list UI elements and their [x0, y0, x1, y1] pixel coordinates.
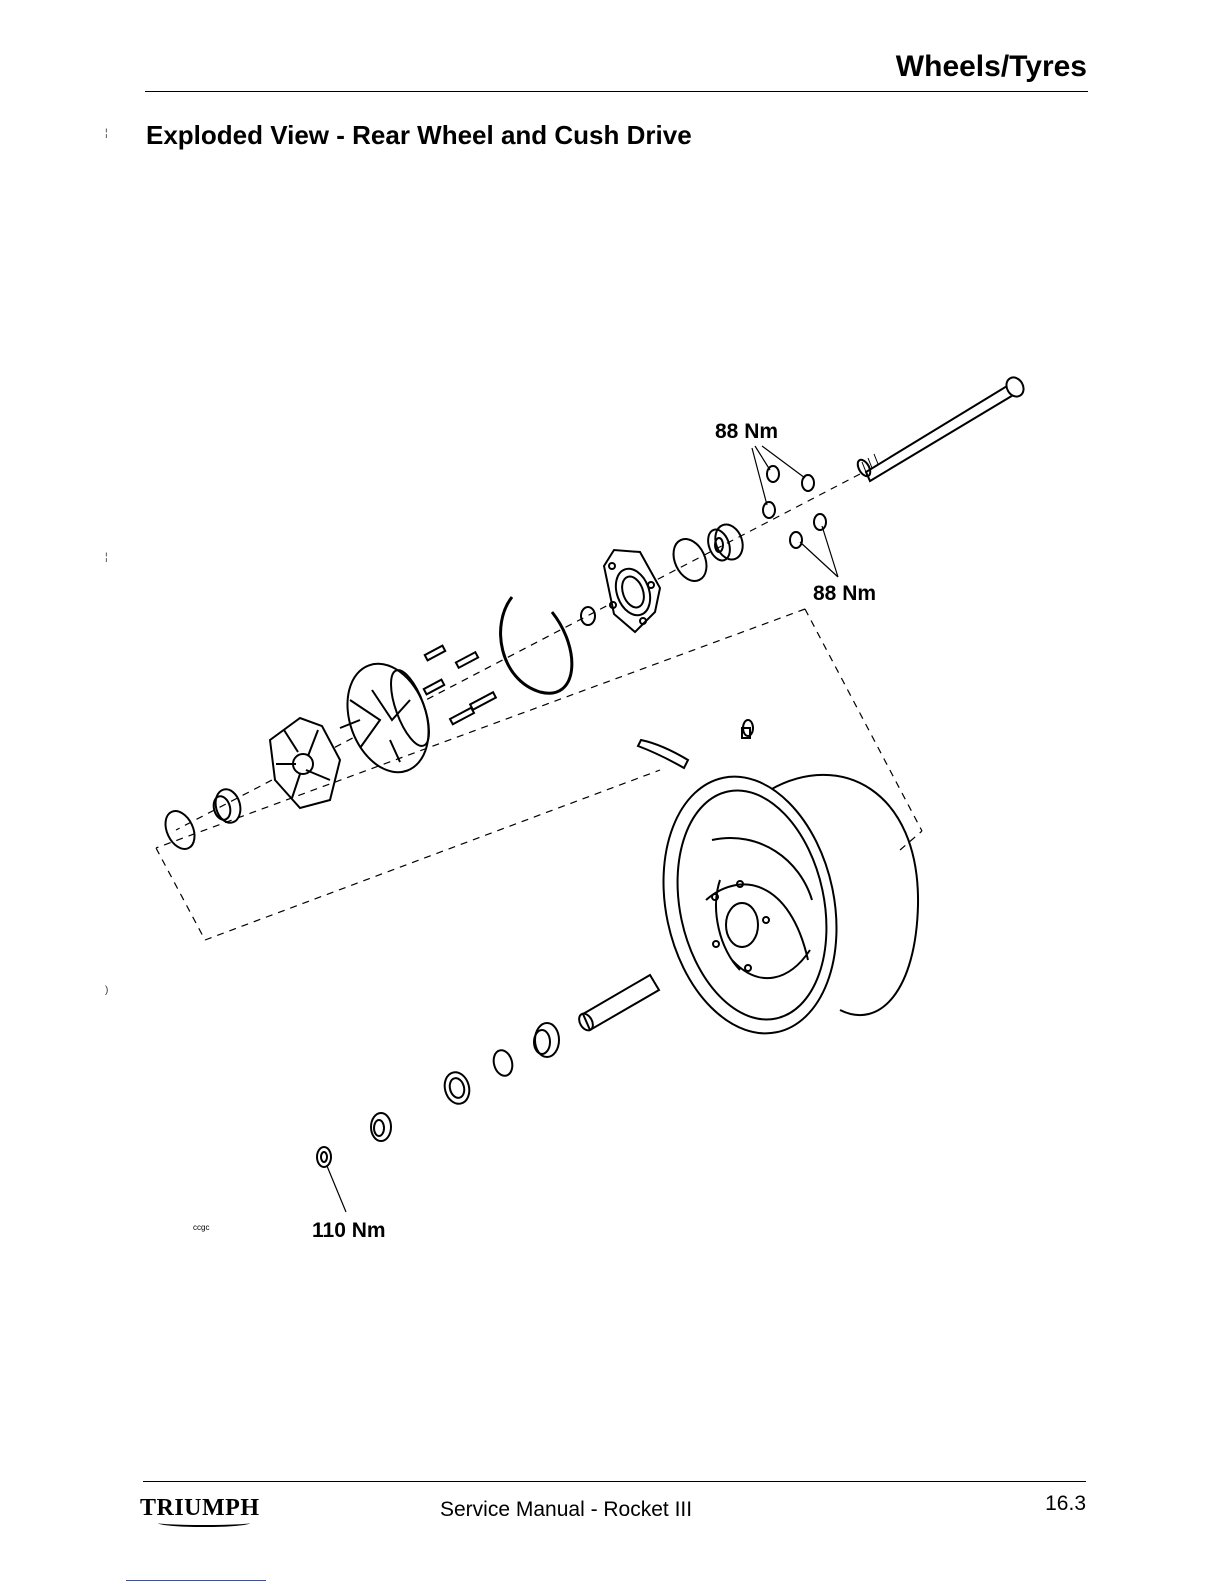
footer-divider [143, 1481, 1086, 1482]
o-ring-left [160, 806, 200, 853]
axle-spacer [371, 1113, 391, 1141]
pin [424, 646, 496, 725]
brand-wordmark: TRIUMPH [140, 1495, 260, 1521]
o-ring [667, 534, 713, 587]
rear-axle [855, 374, 1027, 481]
cush-bearing [211, 786, 244, 825]
illustration-code: ccgc [193, 1223, 209, 1232]
torque-label-right: 88 Nm [813, 582, 876, 605]
wheel-bearing [704, 521, 747, 564]
axle-nut [317, 1147, 331, 1167]
triumph-logo: TRIUMPH [140, 1495, 260, 1522]
circlip-lower [491, 1048, 515, 1078]
link-underline [126, 1580, 266, 1581]
cush-rubbers [270, 718, 340, 808]
manual-title: Service Manual - Rocket III [440, 1498, 692, 1522]
tyre-valve [742, 720, 753, 738]
cush-drive-hub [333, 652, 443, 783]
balance-weight [638, 740, 688, 768]
sprocket-carrier [604, 550, 660, 632]
wheel-bearing-lower [534, 1023, 559, 1057]
spacer [581, 607, 595, 625]
circlip [501, 597, 572, 693]
torque-label-bottom: 110 Nm [312, 1219, 386, 1242]
rear-wheel [641, 760, 918, 1049]
page-number: 16.3 [1045, 1492, 1086, 1516]
torque-label-upper: 88 Nm [715, 420, 778, 443]
spacer-tube [576, 975, 659, 1033]
sprocket-nut [763, 466, 826, 548]
oil-seal [441, 1069, 472, 1106]
logo-swoosh [158, 1519, 250, 1527]
